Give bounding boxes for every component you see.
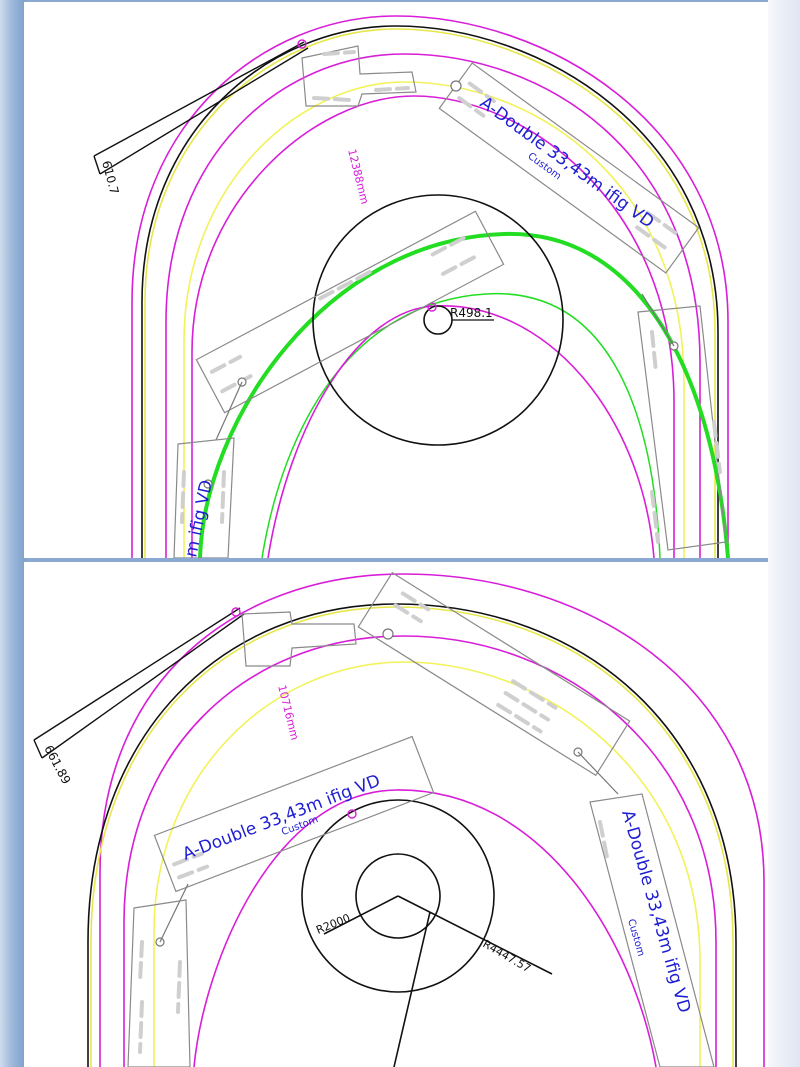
arc-length-label: 10716mm <box>275 684 301 742</box>
trailer-left-lower-wheels <box>180 470 226 524</box>
trailer-right-side <box>637 305 727 551</box>
turning-circle <box>312 194 564 446</box>
top-diagram-canvas: R498.1 610.7 A-Double 33,43m ifig VD Cus… <box>93 15 730 558</box>
trailer-left-lower-wheels <box>138 940 182 1054</box>
trailer-right-wheels <box>650 330 722 544</box>
pivot-marker-top <box>297 39 307 49</box>
trailer-upper-right: A-Double 33,43m ifig VD Custom <box>438 62 700 274</box>
second-inner-boundary-line <box>191 95 675 558</box>
innermost-boundary-line <box>193 789 657 1067</box>
trailer-right-side <box>589 793 715 1067</box>
offset-leader-cap <box>33 739 43 759</box>
trailer-label: A-Double 33,43m ifig VD <box>476 93 658 233</box>
inner-turning-circle <box>355 853 441 939</box>
trailer-outline <box>357 571 631 777</box>
trailer-upper-right <box>357 571 631 777</box>
trailer-left-angled-outline <box>153 735 435 893</box>
inner-boundary-line <box>165 53 701 558</box>
track-yellow-line <box>144 28 716 558</box>
inner-yellow-line <box>153 661 701 1067</box>
dolly-drawbar <box>159 883 189 943</box>
tractor-pin <box>382 628 394 640</box>
trailer-wheels <box>457 81 678 250</box>
track-line <box>141 25 719 558</box>
trailer-right-sublabel: Custom <box>625 918 646 958</box>
innermost-boundary-line <box>267 305 655 558</box>
outer-boundary-line <box>99 573 765 1067</box>
offset-leader-2 <box>41 613 245 759</box>
trailer-left-lower-label: m ifig VD <box>181 478 217 558</box>
dolly-drawbar <box>215 381 243 441</box>
trailer-center-outline <box>195 210 505 414</box>
trailer-right-drawbar <box>641 293 675 347</box>
radius-label: R498.1 <box>450 306 493 320</box>
pivot-marker-mid <box>347 809 357 819</box>
outer-radius-label: R4447.57 <box>481 937 534 975</box>
swept-path-inner <box>261 293 661 558</box>
trailer-left-angled-wheels <box>172 851 210 880</box>
offset-leader-1 <box>33 607 241 741</box>
pivot-line <box>393 911 431 1067</box>
center-circle <box>423 305 453 335</box>
offset-leader-2 <box>99 47 309 175</box>
offset-leader-1 <box>93 41 305 157</box>
trailer-right-label: A-Double 33,43m ifig VD <box>617 808 694 1015</box>
trailer-left-lower <box>173 437 235 558</box>
outer-radius-line <box>397 895 553 975</box>
offset-label: 661.89 <box>41 743 73 787</box>
inner-radius-line <box>323 895 399 935</box>
trailer-left-angled: A-Double 33,43m ifig VD Custom <box>153 735 435 893</box>
arc-length-label: 12388mm <box>345 148 371 206</box>
trailer-left-lower <box>127 899 191 1067</box>
swept-path-outer <box>198 231 730 558</box>
outer-boundary-line <box>131 15 729 558</box>
inner-radius-label: R2000 <box>314 911 352 936</box>
trailer-right-wheels <box>598 820 610 864</box>
tractor-unit <box>241 611 357 667</box>
trailer-upper-right-drawbar <box>577 751 619 795</box>
offset-label: 610.7 <box>99 159 121 196</box>
inner-yellow-line <box>183 81 685 558</box>
trailer-wheels <box>393 591 558 734</box>
tractor-unit <box>301 45 417 107</box>
trailer-center <box>195 210 505 414</box>
offset-leader-cap <box>93 155 101 175</box>
inner-boundary-line <box>123 635 717 1067</box>
trailer-pin-top <box>450 80 462 92</box>
pivot-marker-top <box>231 607 241 617</box>
tractor-wheels <box>312 50 410 102</box>
trailer-left-lower-pin <box>203 479 213 489</box>
bottom-diagram-panel: R2000 R4447.57 661.89 A-Double 33,43m if… <box>24 562 768 1067</box>
window-right-edge <box>768 0 800 1067</box>
outer-turning-circle <box>301 799 495 993</box>
top-diagram-panel: R498.1 610.7 A-Double 33,43m ifig VD Cus… <box>24 2 768 558</box>
trailer-center-wheels <box>209 233 481 394</box>
bottom-diagram-canvas: R2000 R4447.57 661.89 A-Double 33,43m if… <box>33 571 765 1067</box>
